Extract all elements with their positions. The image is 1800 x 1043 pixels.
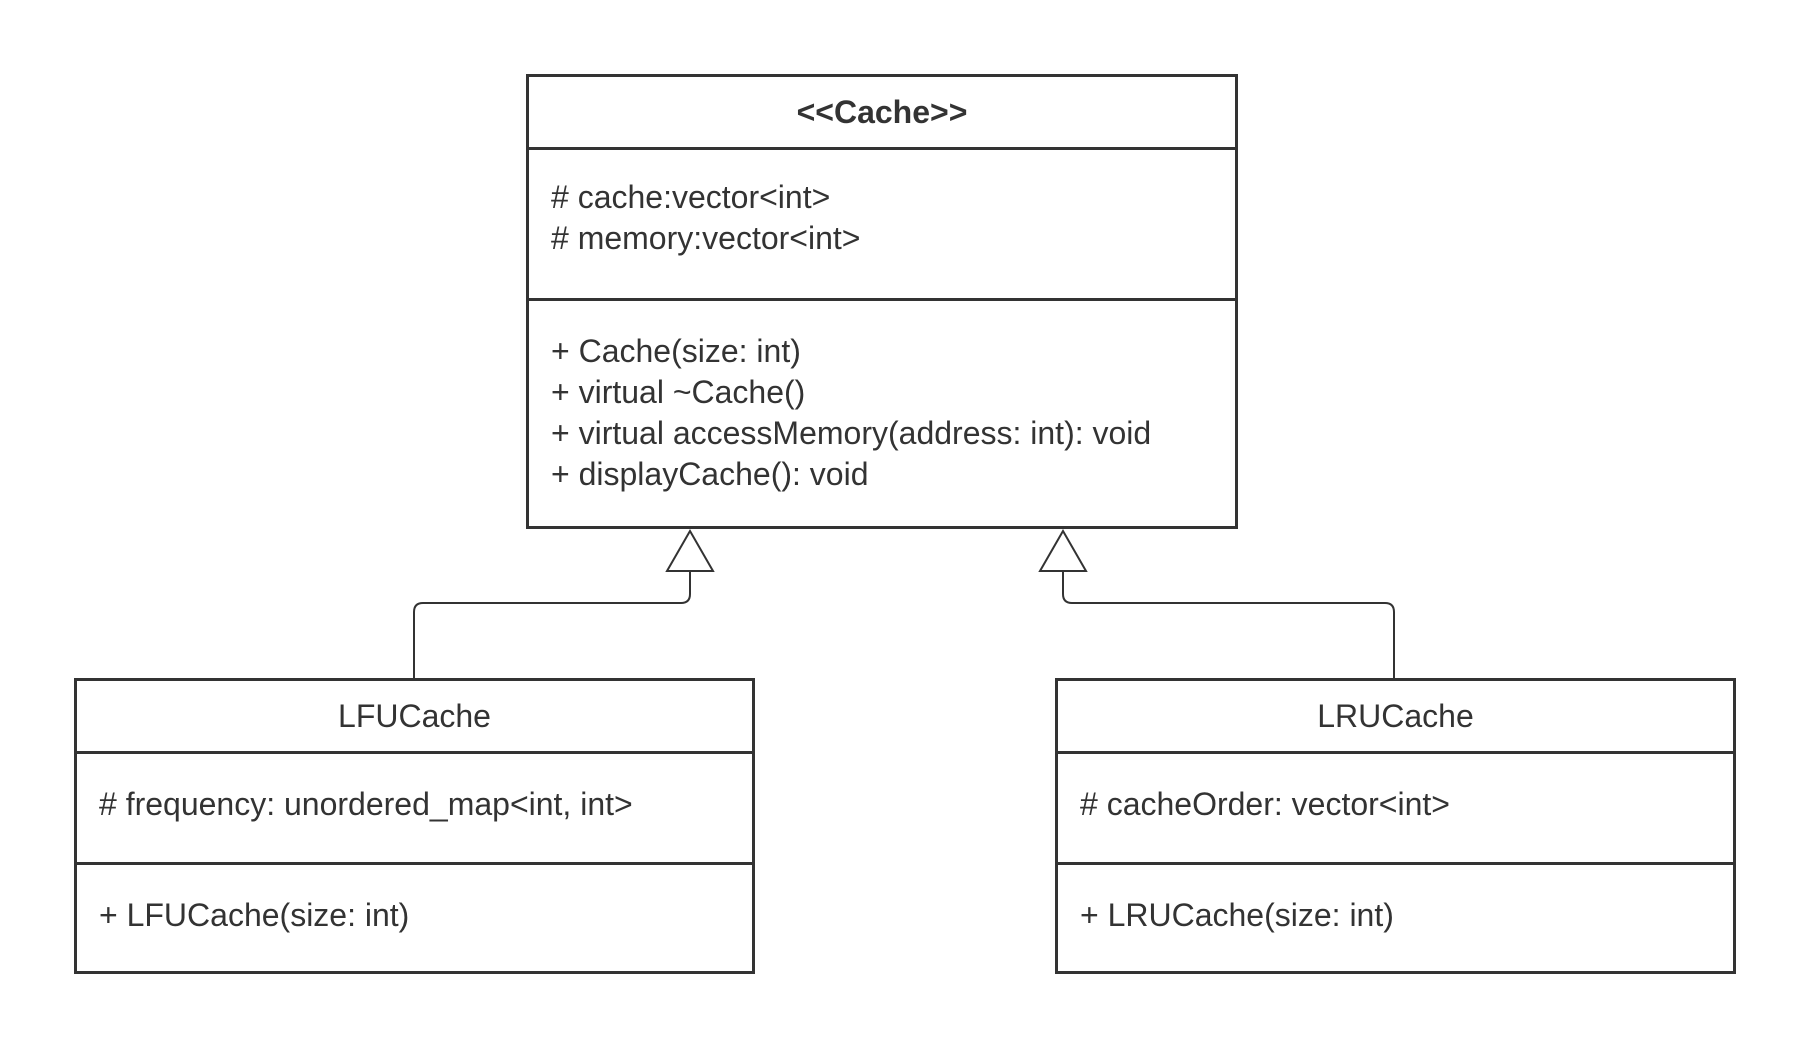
- attribute-memory: # memory:vector<int>: [551, 220, 861, 256]
- class-lru-cache-header: LRUCache: [1058, 681, 1733, 754]
- class-lfu-cache-attributes: # frequency: unordered_map<int, int>: [77, 754, 752, 865]
- method-cache-constructor: + Cache(size: int): [551, 333, 801, 369]
- attribute-cache: # cache:vector<int>: [551, 179, 831, 215]
- class-cache-methods: + Cache(size: int) + virtual ~Cache() + …: [529, 301, 1235, 495]
- class-cache[interactable]: <<Cache>> # cache:vector<int> # memory:v…: [526, 74, 1238, 529]
- class-lfu-cache-methods: + LFUCache(size: int): [77, 865, 752, 936]
- class-lfu-cache-header: LFUCache: [77, 681, 752, 754]
- class-lru-cache[interactable]: LRUCache # cacheOrder: vector<int> + LRU…: [1055, 678, 1736, 974]
- attribute-frequency: # frequency: unordered_map<int, int>: [99, 786, 633, 822]
- class-lru-cache-methods: + LRUCache(size: int): [1058, 865, 1733, 936]
- lru-inheritance-line: [1062, 571, 1395, 678]
- method-display-cache: + displayCache(): void: [551, 456, 869, 492]
- method-lru-cache-constructor: + LRUCache(size: int): [1080, 897, 1394, 933]
- method-cache-destructor: + virtual ~Cache(): [551, 374, 806, 410]
- method-access-memory: + virtual accessMemory(address: int): vo…: [551, 415, 1152, 451]
- class-cache-header: <<Cache>>: [529, 77, 1235, 150]
- method-lfu-cache-constructor: + LFUCache(size: int): [99, 897, 410, 933]
- lru-inheritance-arrowhead: [1038, 528, 1088, 572]
- attribute-cache-order: # cacheOrder: vector<int>: [1080, 786, 1450, 822]
- class-lfu-cache-name: LFUCache: [338, 697, 491, 734]
- class-cache-name: <<Cache>>: [796, 93, 968, 130]
- lfu-inheritance-arrowhead: [665, 528, 715, 572]
- class-lfu-cache[interactable]: LFUCache # frequency: unordered_map<int,…: [74, 678, 755, 974]
- lfu-inheritance-line: [413, 571, 691, 678]
- class-lru-cache-name: LRUCache: [1317, 697, 1474, 734]
- class-lru-cache-attributes: # cacheOrder: vector<int>: [1058, 754, 1733, 865]
- class-cache-attributes: # cache:vector<int> # memory:vector<int>: [529, 150, 1235, 301]
